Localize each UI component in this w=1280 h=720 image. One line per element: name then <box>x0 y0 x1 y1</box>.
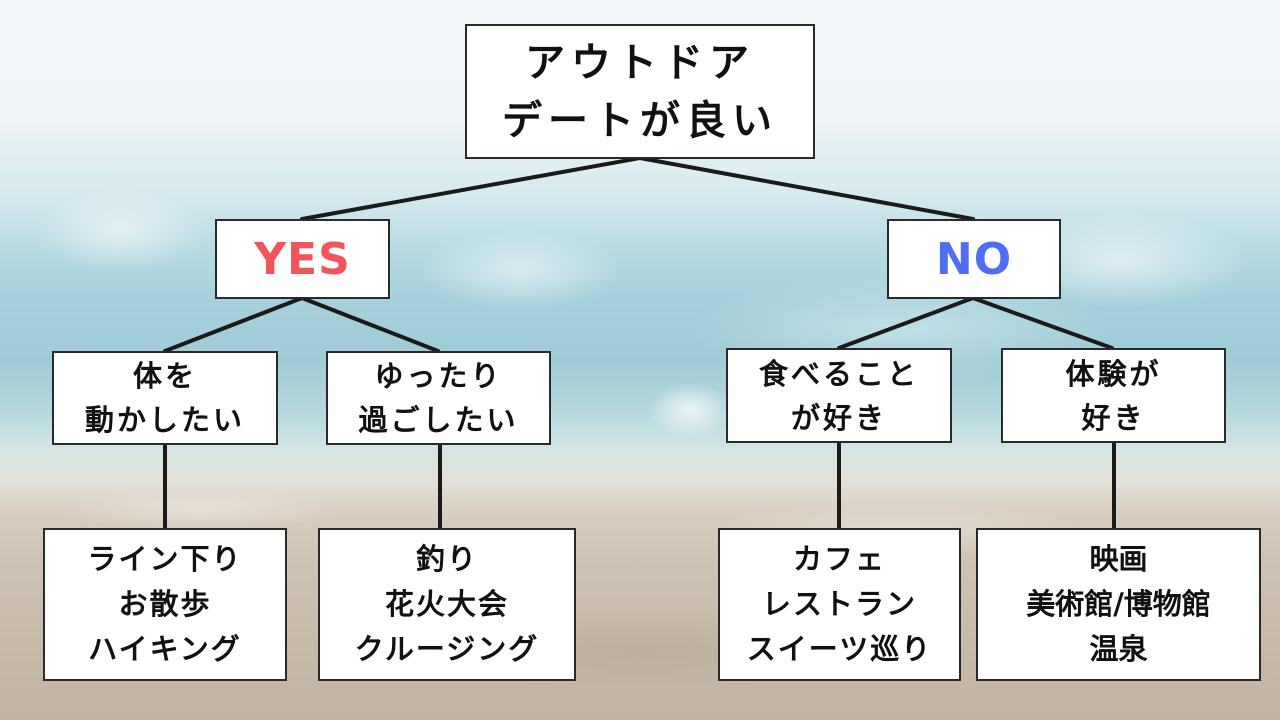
connector-root-no <box>638 156 975 221</box>
root-line-2: デートが良い <box>502 97 778 144</box>
category-node-move-body: 体を 動かしたい <box>52 351 278 445</box>
leaf-item: ハイキング <box>88 632 242 666</box>
category-line-2: 過ごしたい <box>358 403 519 437</box>
root-line-1: アウトドア <box>525 39 755 86</box>
no-label: NO <box>935 233 1013 285</box>
connector-yes-left <box>163 296 304 353</box>
connector-yes-right <box>300 296 440 353</box>
category-line-1: 食べること <box>758 356 919 391</box>
category-line-2: 動かしたい <box>84 403 245 437</box>
leaf-node-activities-1: ライン下り お散歩 ハイキング <box>43 528 287 681</box>
leaf-node-activities-4: 映画 美術館/博物館 温泉 <box>976 528 1261 681</box>
connector-root-yes <box>300 156 642 221</box>
yes-label: YES <box>254 233 351 285</box>
leaf-item: 花火大会 <box>384 587 509 621</box>
connector-no-right <box>971 296 1114 350</box>
leaf-item: 釣り <box>415 542 478 576</box>
category-line-1: ゆったり <box>374 359 503 393</box>
category-line-1: 体験が <box>1065 356 1162 391</box>
leaf-node-activities-2: 釣り 花火大会 クルージング <box>318 528 576 681</box>
no-node: NO <box>887 219 1061 299</box>
category-node-food: 食べること が好き <box>726 348 952 443</box>
leaf-item: カフェ <box>792 542 886 576</box>
leaf-item: 映画 <box>1089 542 1148 576</box>
leaf-item: クルージング <box>354 632 540 666</box>
category-line-1: 体を <box>132 359 197 393</box>
leaf-item: 美術館/博物館 <box>1026 587 1211 621</box>
category-node-relax: ゆったり 過ごしたい <box>326 351 551 445</box>
leaf-item: ライン下り <box>87 542 243 576</box>
leaf-node-activities-3: カフェ レストラン スイーツ巡り <box>718 528 961 681</box>
connector-no-left <box>837 296 975 350</box>
leaf-item: 温泉 <box>1089 632 1148 666</box>
category-line-2: 好き <box>1081 400 1146 435</box>
category-node-experience: 体験が 好き <box>1001 348 1226 443</box>
category-line-2: が好き <box>790 400 887 435</box>
leaf-item: レストラン <box>761 587 917 621</box>
leaf-item: スイーツ巡り <box>746 632 933 666</box>
root-node: アウトドア デートが良い <box>465 24 815 159</box>
yes-node: YES <box>215 219 390 299</box>
leaf-item: お散歩 <box>118 587 212 621</box>
